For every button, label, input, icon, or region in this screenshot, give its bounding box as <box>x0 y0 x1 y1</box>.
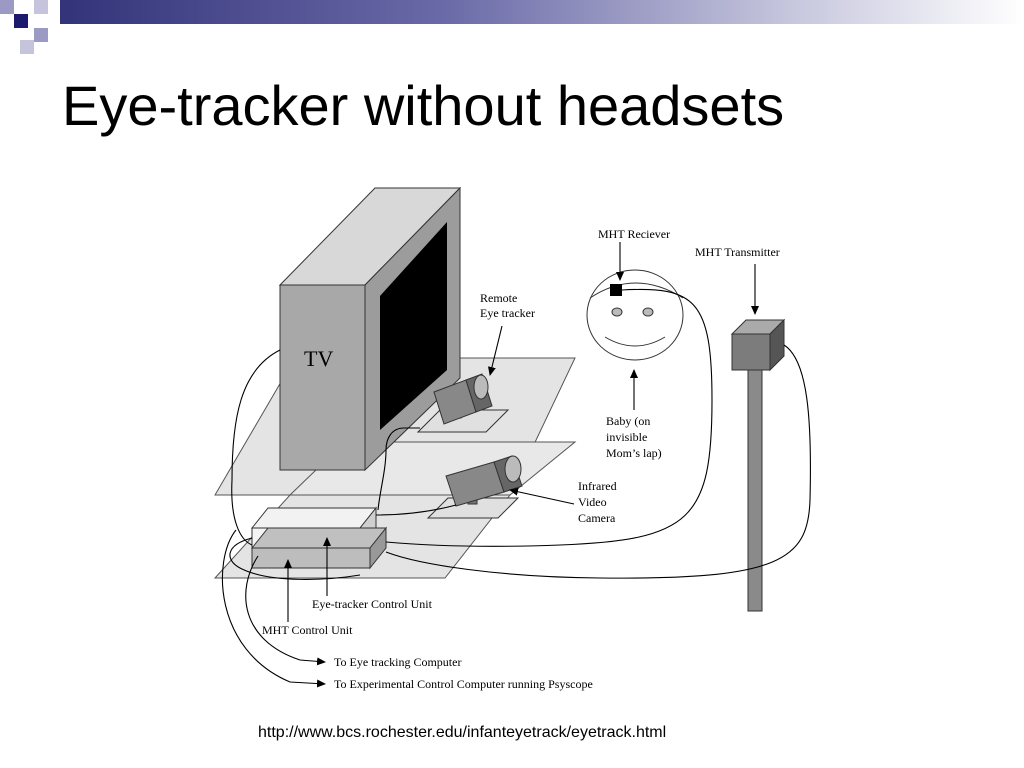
corner-decoration <box>0 0 66 54</box>
mht-transmitter <box>730 318 786 612</box>
to-eye-tracking-computer-label: To Eye tracking Computer <box>334 655 461 669</box>
mht-control-unit-label: MHT Control Unit <box>262 623 353 637</box>
eye-tracker-control-unit-label: Eye-tracker Control Unit <box>312 597 433 611</box>
mht-control-unit <box>250 526 388 570</box>
baby-label: Baby (on invisible Mom’s lap) <box>606 414 662 460</box>
infrared-video-camera <box>426 455 523 519</box>
pointer-arrows <box>284 242 759 622</box>
tv <box>278 186 462 472</box>
mht-receiver-label: MHT Reciever <box>598 227 670 241</box>
remote-eye-tracker-label: Remote Eye tracker <box>480 291 535 320</box>
baby-face <box>586 269 684 361</box>
mht-transmitter-label: MHT Transmitter <box>695 245 780 259</box>
to-experimental-computer-label: To Experimental Control Computer running… <box>334 677 593 691</box>
cables <box>221 288 811 688</box>
remote-eye-tracker <box>416 373 510 433</box>
infrared-camera-label: Infrared Video Camera <box>578 479 620 525</box>
tv-label: TV <box>304 346 333 371</box>
slide-title: Eye-tracker without headsets <box>62 74 785 137</box>
source-url: http://www.bcs.rochester.edu/infanteyetr… <box>258 724 667 741</box>
header-band <box>60 0 1024 24</box>
